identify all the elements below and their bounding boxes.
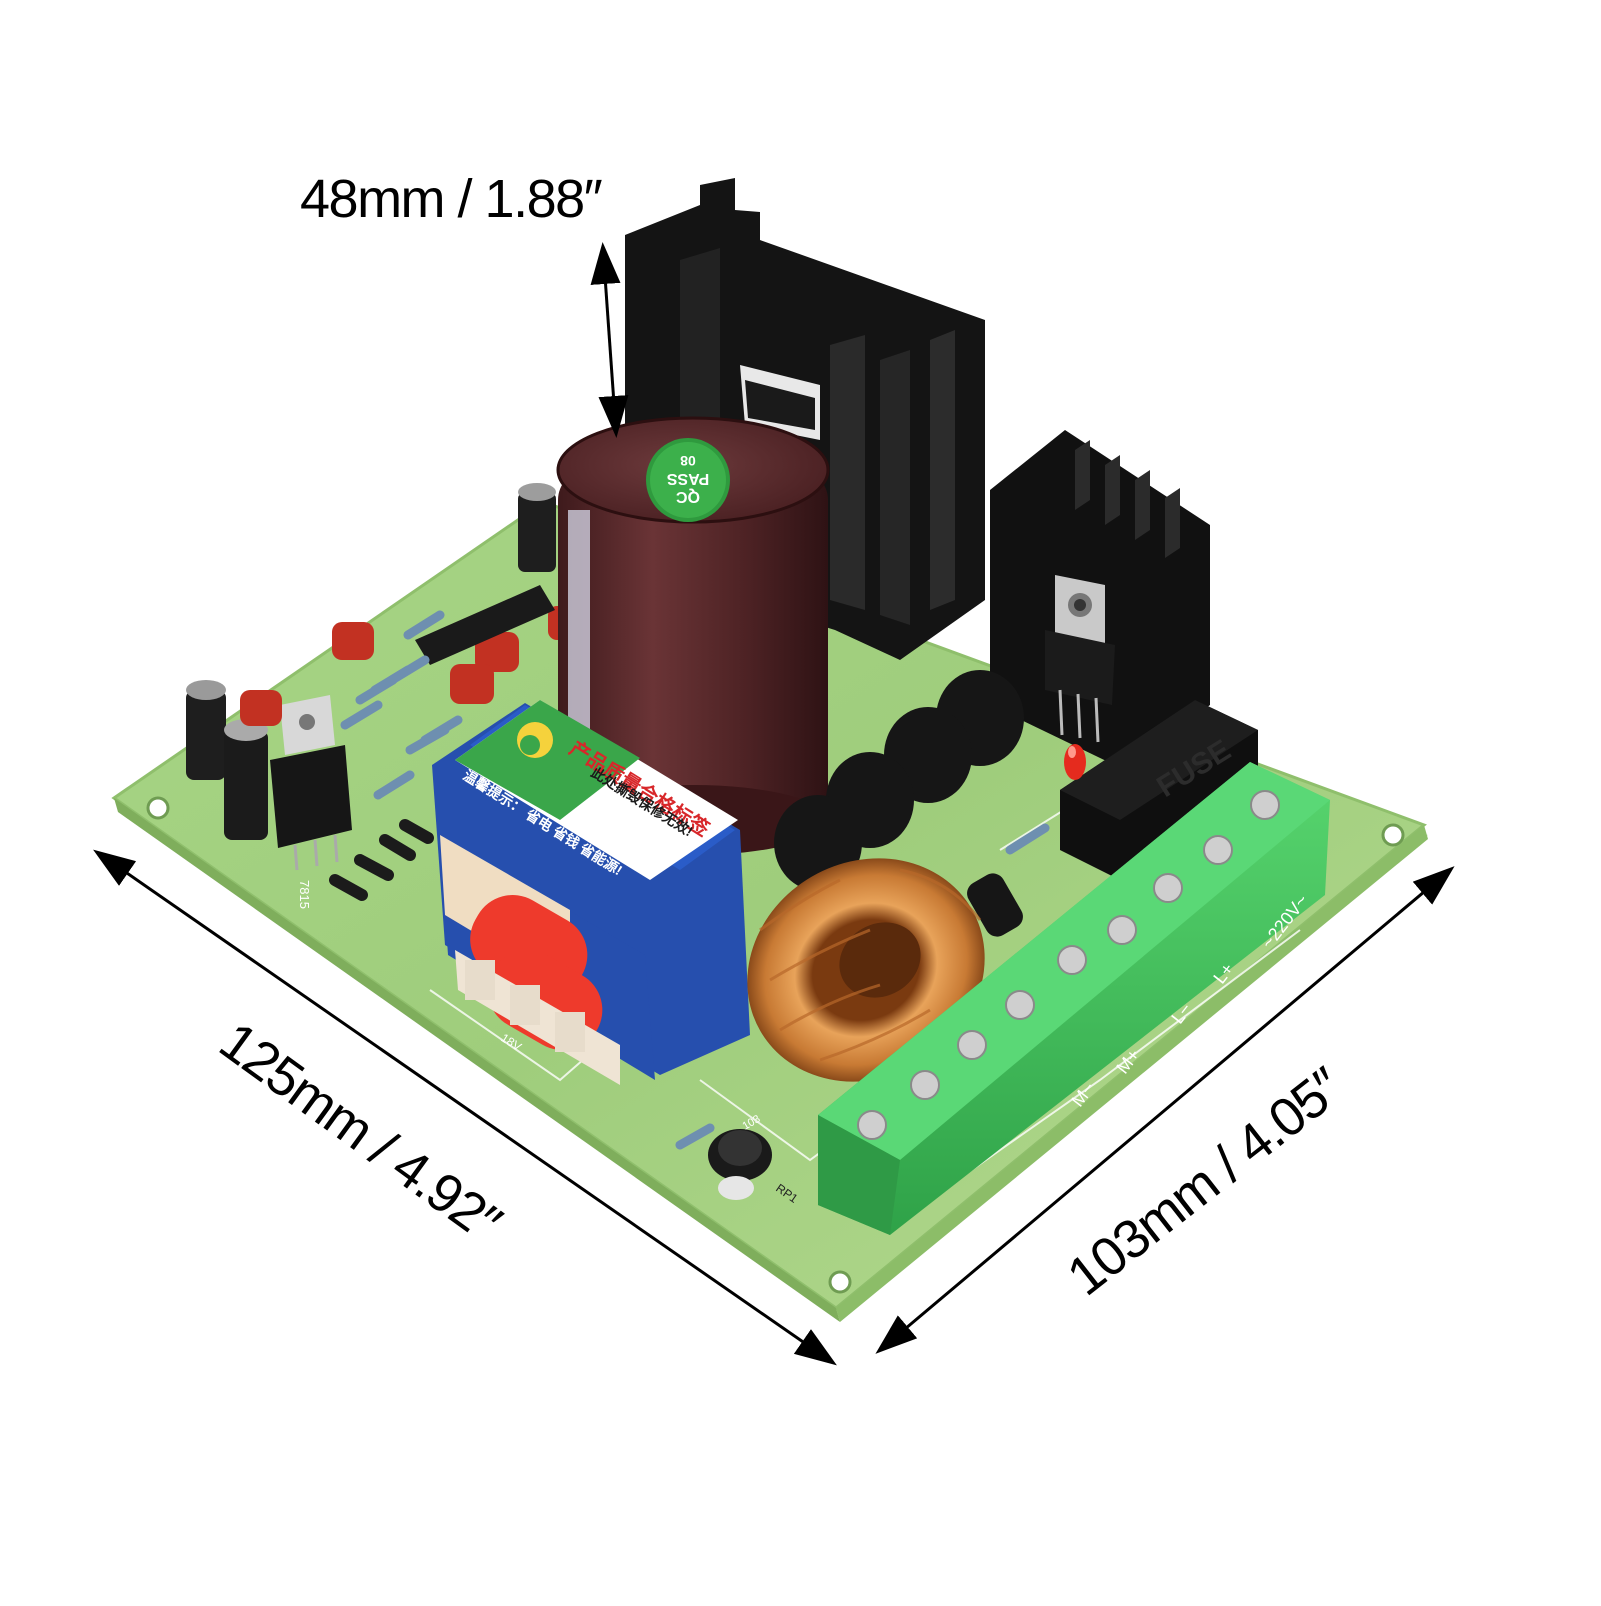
small-heatsink (990, 430, 1210, 770)
qc-line2: PASS (666, 470, 709, 487)
ic-chip (415, 585, 555, 665)
qc-line1: QC (676, 488, 700, 505)
dimension-lines (93, 242, 1455, 1366)
height-arrow (590, 242, 629, 438)
height-dimension-label: 48mm / 1.88″ (300, 169, 603, 229)
qc-line3: 08 (680, 453, 696, 469)
fuse-holder: FUSE (1060, 700, 1258, 880)
film-capacitors (240, 606, 584, 726)
indicator-led (1064, 744, 1086, 780)
small-capacitors (186, 483, 556, 840)
regulator-label: 7815 (297, 880, 312, 909)
bulk-capacitor: QC PASS 08 (556, 416, 830, 855)
width-arrow (875, 866, 1455, 1354)
length-arrow (93, 849, 837, 1366)
